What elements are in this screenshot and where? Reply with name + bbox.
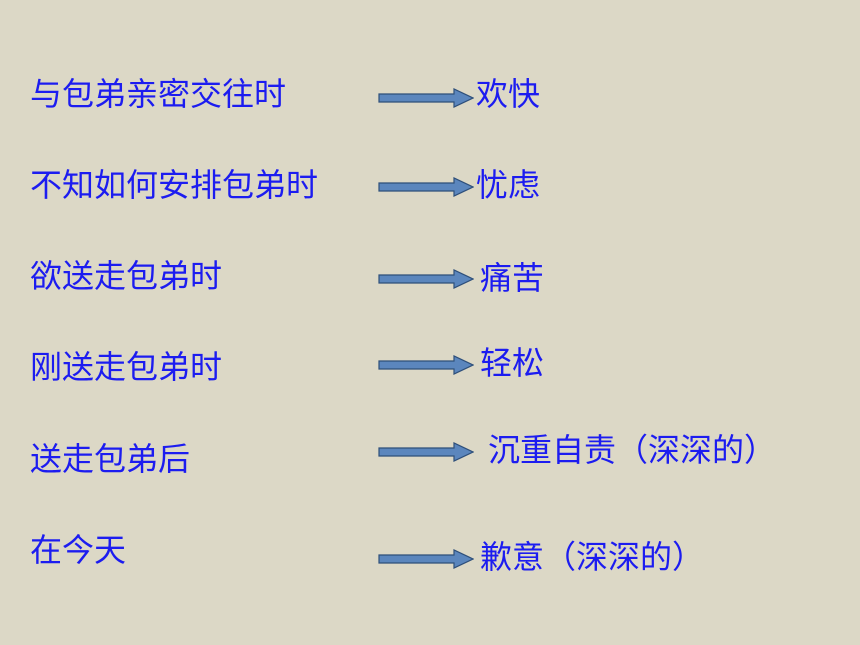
feeling-label-4: 轻松 bbox=[480, 344, 545, 382]
arrow-right-icon bbox=[378, 549, 474, 569]
stage-label-2: 不知如何安排包弟时 bbox=[30, 166, 319, 204]
stage-label-5: 送走包弟后 bbox=[30, 440, 191, 478]
stage-label-6: 在今天 bbox=[30, 531, 127, 569]
stage-label-4: 刚送走包弟时 bbox=[30, 348, 223, 386]
arrow-right-icon bbox=[378, 442, 474, 462]
feeling-label-3: 痛苦 bbox=[480, 259, 545, 297]
arrow-right-icon bbox=[378, 177, 474, 197]
stage-label-3: 欲送走包弟时 bbox=[30, 257, 223, 295]
feeling-label-5: 沉重自责（深深的） bbox=[488, 431, 777, 469]
arrow-right-icon bbox=[378, 355, 474, 375]
arrow-right-icon bbox=[378, 269, 474, 289]
arrow-right-icon bbox=[378, 88, 474, 108]
feeling-label-2: 忧虑 bbox=[476, 166, 541, 204]
feeling-label-1: 欢快 bbox=[476, 75, 541, 113]
feeling-label-6: 歉意（深深的） bbox=[480, 538, 705, 576]
stage-label-1: 与包弟亲密交往时 bbox=[30, 75, 287, 113]
